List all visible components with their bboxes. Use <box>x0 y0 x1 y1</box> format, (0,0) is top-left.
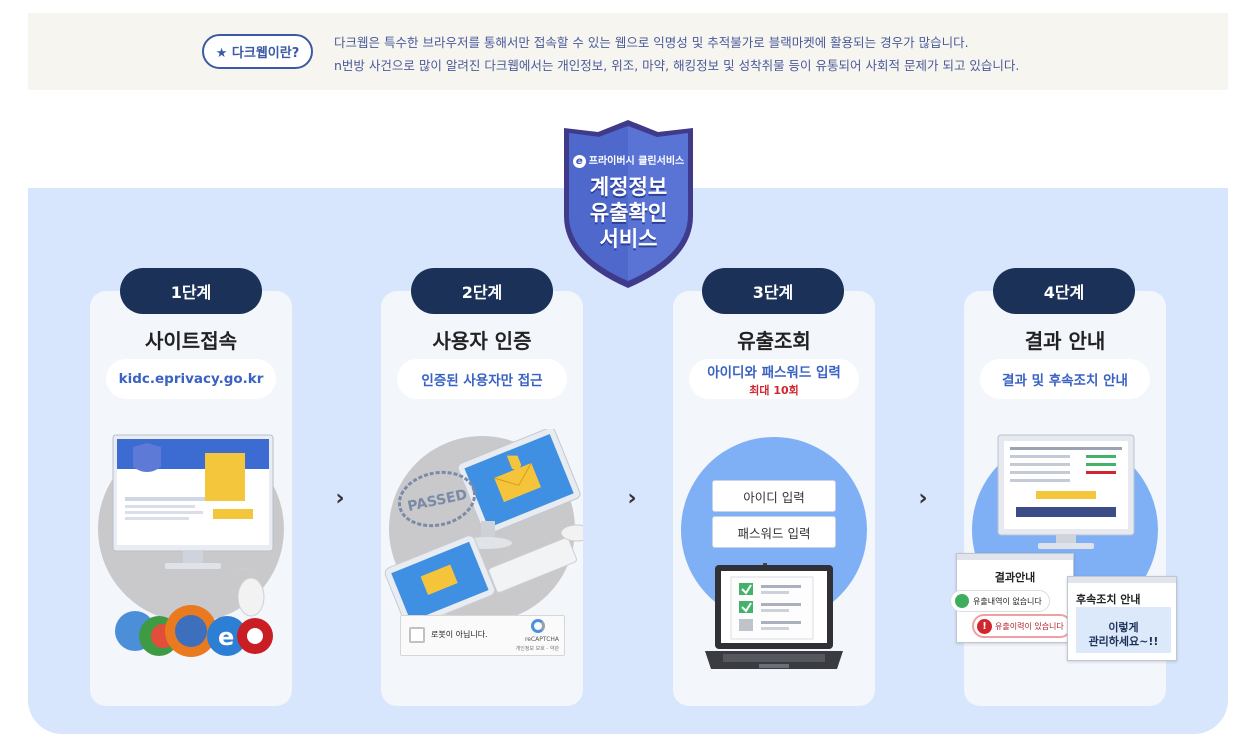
devices-illustration: PASSED <box>384 429 583 619</box>
follow-up-text-line1: 이렇게 <box>1108 621 1139 634</box>
shield-title-line3: 서비스 <box>599 227 658 251</box>
darkweb-description: 다크웹은 특수한 브라우저를 통해서만 접속할 수 있는 웹으로 익명성 및 추… <box>334 31 1019 77</box>
follow-up-window: 후속조치 안내 이렇게 관리하세요~!! <box>1067 576 1177 661</box>
step3-badge: 3단계 <box>702 268 844 314</box>
password-input-mock: 패스워드 입력 <box>712 516 836 548</box>
follow-up-text: 이렇게 관리하세요~!! <box>1076 621 1171 649</box>
result-bad-label: 유출이력이 있습니다 <box>995 621 1064 631</box>
step3-input-info-main: 아이디와 패스워드 입력 <box>707 364 841 381</box>
monitor-browsers-illustration: e <box>112 434 274 657</box>
lock-icon <box>955 594 969 608</box>
recaptcha-icon <box>531 619 545 633</box>
e-logo-icon: e <box>572 155 586 168</box>
follow-up-window-titlebar <box>1068 577 1176 583</box>
result-ok-pill: 유출내역이 없습니다 <box>950 590 1050 612</box>
chevron-right-icon: › <box>335 485 345 511</box>
result-window-titlebar <box>957 554 1073 560</box>
step1-badge: 1단계 <box>120 268 262 314</box>
recaptcha-brand: reCAPTCHA <box>524 636 559 643</box>
result-monitor-illustration <box>997 434 1135 549</box>
recaptcha-label: 로봇이 아닙니다. <box>431 630 488 639</box>
passed-stamp: PASSED <box>406 487 469 515</box>
shield-title: 계정정보 유출확인 서비스 <box>560 174 697 252</box>
shield-brand-label: 프라이버시 클린서비스 <box>588 156 685 167</box>
recaptcha-checkbox[interactable] <box>409 627 425 643</box>
id-input-mock: 아이디 입력 <box>712 480 836 512</box>
step3-input-info: 아이디와 패스워드 입력 최대 10회 <box>689 359 859 399</box>
result-bad-pill: !유출이력이 있습니다 <box>972 614 1072 638</box>
follow-up-panel <box>1076 607 1171 653</box>
follow-up-text-line2: 관리하세요~!! <box>1088 635 1159 648</box>
step1-site-link[interactable]: kidc.eprivacy.go.kr <box>106 359 276 399</box>
step3-card: 유출조회 아이디와 패스워드 입력 최대 10회 아이디 입력 패스워드 입력 <box>673 291 875 706</box>
step4-title: 결과 안내 <box>1024 329 1106 353</box>
shield-title-line2: 유출확인 <box>589 201 668 225</box>
chevron-right-icon: › <box>918 485 928 511</box>
result-window-title: 결과안내 <box>994 571 1036 584</box>
recaptcha-terms: 개인정보 보호 - 약관 <box>515 646 559 652</box>
darkweb-info-pill: ★ 다크웹이란? <box>202 34 313 69</box>
laptop-checklist-illustration <box>705 563 843 669</box>
step4-badge: 4단계 <box>993 268 1135 314</box>
step2-auth-info: 인증된 사용자만 접근 <box>397 359 567 399</box>
result-ok-label: 유출내역이 없습니다 <box>973 596 1042 606</box>
step3-input-limit: 최대 10회 <box>749 383 799 397</box>
darkweb-description-line2: n번방 사건으로 많이 알려진 다크웹에서는 개인정보, 위조, 마약, 해킹정… <box>334 58 1020 73</box>
alert-icon: ! <box>977 618 992 634</box>
recaptcha-box: 로봇이 아닙니다. reCAPTCHA 개인정보 보호 - 약관 <box>400 615 565 656</box>
svg-text:e: e <box>218 623 234 651</box>
chevron-right-icon: › <box>627 485 637 511</box>
darkweb-description-line1: 다크웹은 특수한 브라우저를 통해서만 접속할 수 있는 웹으로 익명성 및 추… <box>334 35 969 50</box>
step2-card: 사용자 인증 인증된 사용자만 접근 PASSED 로봇이 아닙니다. r <box>381 291 583 706</box>
step2-badge: 2단계 <box>411 268 553 314</box>
step4-result-info: 결과 및 후속조치 안내 <box>980 359 1150 399</box>
step2-title: 사용자 인증 <box>432 329 532 353</box>
step1-card: 사이트접속 kidc.eprivacy.go.kr e <box>90 291 292 706</box>
shield-title-line1: 계정정보 <box>589 175 668 199</box>
step1-title: 사이트접속 <box>145 329 237 353</box>
step4-card: 결과 안내 결과 및 후속조치 안내 결과안내 유출내역이 없습니다 !유출이력… <box>950 291 1177 706</box>
follow-up-title: 후속조치 안내 <box>1076 593 1141 606</box>
step3-title: 유출조회 <box>737 329 811 353</box>
